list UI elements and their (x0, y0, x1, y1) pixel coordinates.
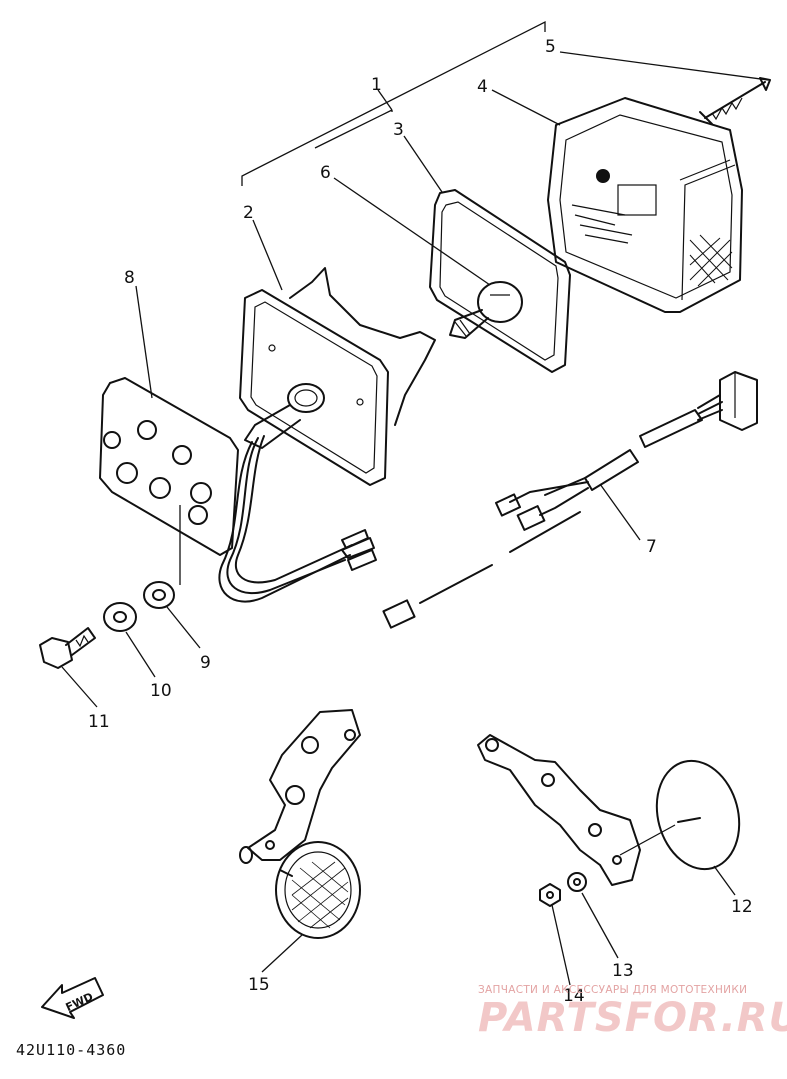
callout-2: 2 (243, 203, 254, 223)
forward-arrow-icon: FWD (41, 977, 104, 1019)
watermark-tagline: ЗАПЧАСТИ И АКСЕССУАРЫ ДЛЯ МОТОТЕХНИКИ (478, 984, 748, 996)
part-5-screw (699, 77, 771, 125)
callout-9: 9 (200, 653, 211, 673)
callout-3: 3 (393, 120, 404, 140)
callout-numbers: 1 2 3 4 5 6 7 8 9 10 11 12 13 14 15 (88, 37, 753, 1006)
watermark-brand: PARTSFOR.RU (478, 995, 787, 1041)
callout-13: 13 (612, 961, 634, 981)
callout-5: 5 (545, 37, 556, 57)
part-12-reflector-right (477, 734, 741, 886)
part-8-base-plate (99, 377, 239, 556)
part-11-bolt (39, 627, 96, 669)
assembly-bracket (241, 20, 546, 186)
part-2-housing (218, 267, 436, 603)
fwd-label: FWD (64, 990, 96, 1014)
part-14-washer (539, 883, 561, 907)
callout-6: 6 (320, 163, 331, 183)
leader-lines (61, 51, 769, 986)
part-13-nut (567, 872, 587, 892)
callout-7: 7 (646, 537, 657, 557)
callout-1: 1 (371, 75, 382, 95)
part-4-taillight-lens (547, 97, 743, 313)
callout-11: 11 (88, 712, 110, 732)
part-6-bulb (449, 281, 523, 339)
callout-8: 8 (124, 268, 135, 288)
part-7-wire-harness (382, 371, 758, 629)
callout-15: 15 (248, 975, 270, 995)
drawing-code: 42U110-4360 (16, 1041, 127, 1059)
part-10-washer (103, 602, 137, 632)
callout-14: 14 (563, 986, 585, 1006)
callout-12: 12 (731, 897, 753, 917)
callout-10: 10 (150, 681, 172, 701)
part-9-collar (143, 581, 175, 609)
part-15-reflector-left (239, 709, 361, 939)
callout-4: 4 (477, 77, 488, 97)
